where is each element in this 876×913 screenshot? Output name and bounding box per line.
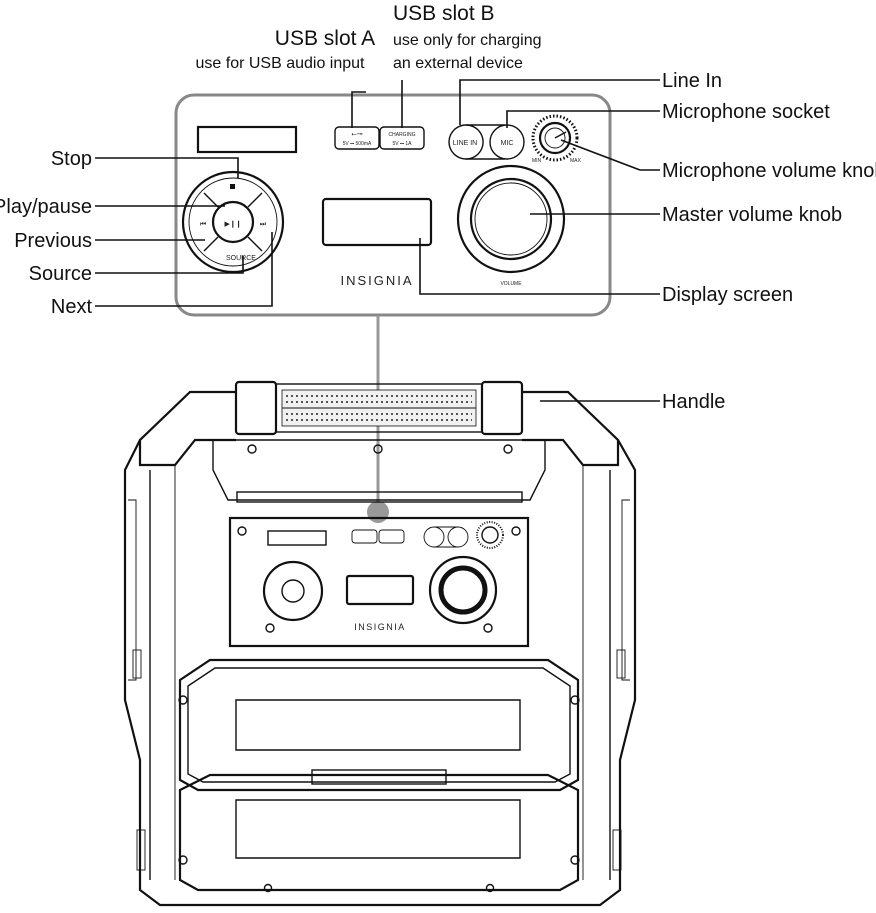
stop-button[interactable] bbox=[230, 184, 235, 189]
charging-spec: 5V ⎓ 1A bbox=[393, 141, 413, 147]
brand-logo-small: INSIGNIA bbox=[354, 622, 406, 632]
volume-label: VOLUME bbox=[500, 281, 522, 287]
mic-text: MIC bbox=[501, 140, 514, 147]
label-microphone-socket: Microphone socket bbox=[662, 101, 830, 123]
control-panel-enlarged: ⭠⊸ 5V ⎓ 500mA CHARGING 5V ⎓ 1A LINE IN M… bbox=[174, 93, 612, 317]
mic-socket[interactable]: MIC bbox=[489, 124, 525, 160]
label-play-pause: Play/pause bbox=[0, 196, 92, 218]
source-button[interactable]: SOURCE bbox=[226, 255, 256, 262]
speaker-body: INSIGNIA bbox=[123, 380, 637, 907]
control-panel-on-body: INSIGNIA bbox=[228, 516, 530, 648]
label-master-volume-knob: Master volume knob bbox=[662, 204, 842, 226]
master-volume-knob[interactable]: VOLUME bbox=[456, 164, 566, 287]
line-in-text: LINE IN bbox=[453, 140, 478, 147]
usb-a-spec: 5V ⎓ 500mA bbox=[343, 141, 372, 147]
usb-slot-b-title: USB slot B bbox=[393, 2, 495, 25]
label-source: Source bbox=[29, 263, 92, 285]
label-stop: Stop bbox=[51, 148, 92, 170]
charging-label: CHARGING bbox=[389, 132, 416, 138]
transport-control-ring: ▶❙❙ ⏮ ⏭ SOURCE bbox=[181, 170, 285, 274]
handle-grille-dots bbox=[286, 395, 472, 421]
brand-logo: INSIGNIA bbox=[340, 273, 413, 288]
label-handle: Handle bbox=[662, 391, 725, 413]
mic-max-label: MAX bbox=[570, 158, 582, 164]
next-button[interactable]: ⏭ bbox=[260, 221, 267, 228]
mic-min-label: MIN bbox=[532, 158, 542, 164]
label-line-in: Line In bbox=[662, 70, 722, 92]
usb-icon: ⭠⊸ bbox=[351, 131, 363, 138]
side-grips bbox=[128, 499, 630, 871]
line-in-jack[interactable]: LINE IN bbox=[448, 124, 505, 160]
label-display-screen: Display screen bbox=[662, 284, 793, 306]
handle bbox=[138, 380, 620, 467]
label-next: Next bbox=[51, 296, 93, 318]
usb-slot-b-description-line1: use only for charging bbox=[393, 32, 542, 49]
usb-slot-a-title: USB slot A bbox=[275, 27, 375, 50]
previous-button[interactable]: ⏮ bbox=[200, 221, 206, 228]
connector-dot bbox=[367, 501, 389, 523]
mic-volume-knob[interactable]: MIN MAX bbox=[531, 114, 582, 164]
usb-slot-b[interactable]: CHARGING 5V ⎓ 1A bbox=[379, 126, 425, 150]
usb-slot-a-description: use for USB audio input bbox=[196, 55, 366, 72]
display-screen bbox=[321, 197, 433, 247]
play-pause-button[interactable]: ▶❙❙ bbox=[224, 220, 241, 228]
usb-slot-b-description-line2: an external device bbox=[393, 55, 523, 72]
panel-slot bbox=[196, 125, 298, 154]
label-previous: Previous bbox=[14, 230, 92, 252]
lower-grilles bbox=[178, 658, 580, 893]
label-microphone-volume-knob: Microphone volume knob bbox=[662, 160, 876, 182]
usb-slot-a[interactable]: ⭠⊸ 5V ⎓ 500mA bbox=[334, 126, 380, 150]
